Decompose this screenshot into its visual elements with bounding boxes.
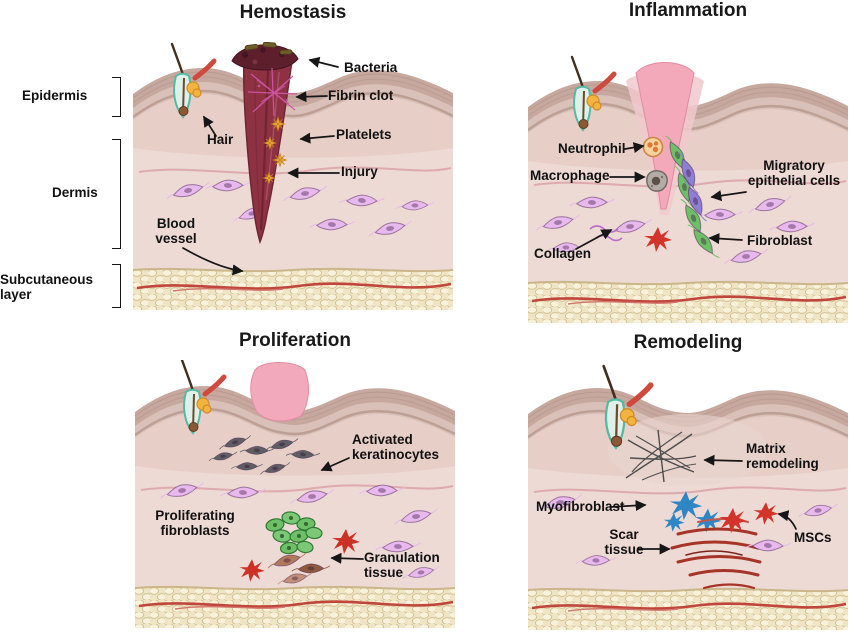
activated-keratinocytes-label: Activated keratinocytes xyxy=(352,432,440,463)
subcutaneous-layer-label: Subcutaneous layer xyxy=(0,272,94,303)
dermis-label: Dermis xyxy=(52,185,98,200)
proliferating-fibroblast-cluster xyxy=(265,511,323,555)
inflammation-title: Inflammation xyxy=(628,0,748,21)
inflammation-arrows xyxy=(575,142,747,250)
subcutaneous-bracket xyxy=(112,264,121,308)
collagen-label: Collagen xyxy=(534,246,592,261)
bacteria-cells xyxy=(244,42,293,55)
remodeling-title: Remodeling xyxy=(633,332,743,353)
remodeling-arrows xyxy=(609,454,797,555)
proliferating-fibroblasts-label: Proliferating fibroblasts xyxy=(155,508,235,539)
proliferation-arrows xyxy=(320,457,364,564)
injury-label: Injury xyxy=(341,164,378,179)
neutrophil-label: Neutrophil xyxy=(558,141,626,156)
fibroblast-label: Fibroblast xyxy=(747,233,813,248)
macrophage-label: Macrophage xyxy=(530,168,610,183)
scar-tissue-label: Scar tissue xyxy=(604,527,644,558)
inflammation-illustration xyxy=(528,55,848,325)
hemostasis-title: Hemostasis xyxy=(239,2,347,23)
blood-vessel-label: Blood vessel xyxy=(155,216,197,247)
healed-area xyxy=(608,414,768,486)
dermis-bracket xyxy=(112,139,121,249)
hemostasis-arrows xyxy=(182,56,340,276)
epidermis-label: Epidermis xyxy=(22,88,88,103)
matrix-remodeling-mesh xyxy=(625,429,697,483)
neutrophil-cell xyxy=(642,136,664,158)
granulation-tissue-label: Granulation tissue xyxy=(364,550,440,581)
mscs-label: MSCs xyxy=(794,530,832,545)
proliferation-title: Proliferation xyxy=(239,330,351,351)
bacteria-label: Bacteria xyxy=(344,60,398,75)
epithelial-plug xyxy=(250,362,309,422)
injury-wound xyxy=(242,53,293,245)
epidermis-bracket xyxy=(112,77,121,117)
hair-label: Hair xyxy=(207,132,234,147)
migratory-epithelial-cells-label: Migratory epithelial cells xyxy=(747,158,841,189)
fibrin-clot-mesh xyxy=(247,67,298,117)
proliferation-illustration xyxy=(135,360,455,630)
myofibroblast-label: Myofibroblast xyxy=(536,499,625,514)
hemostasis-illustration xyxy=(133,42,453,312)
matrix-remodeling-label: Matrix remodeling xyxy=(746,441,819,472)
fibrin-clot-label: Fibrin clot xyxy=(328,88,394,103)
remodeling-illustration xyxy=(528,362,848,632)
platelets-label: Platelets xyxy=(336,127,392,142)
wound-scab xyxy=(231,44,299,71)
macrophage-cell xyxy=(646,170,668,192)
